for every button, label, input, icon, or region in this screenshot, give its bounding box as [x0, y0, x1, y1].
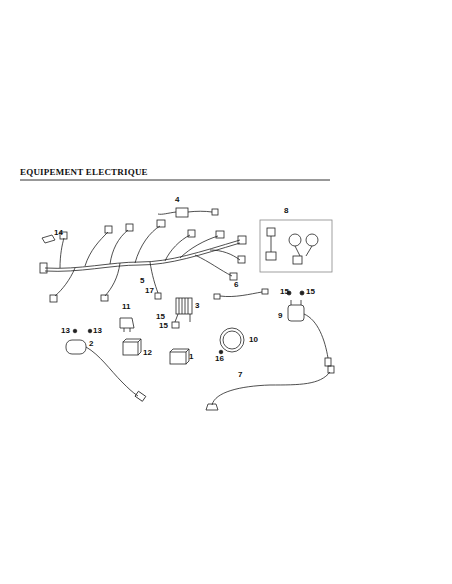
callout-number: 5: [140, 277, 144, 285]
starter-relay: [287, 291, 331, 366]
callout-number: 15: [156, 313, 165, 321]
sensor-cable: [214, 289, 268, 299]
connector-part: [42, 235, 55, 243]
callout-number: 11: [122, 303, 130, 311]
callout-number: 1: [189, 353, 193, 361]
switch-set: [260, 220, 332, 272]
regulator: [172, 298, 192, 328]
callout-number: 16: [215, 355, 224, 363]
battery-cable: [206, 366, 334, 410]
horn: [219, 328, 244, 354]
relay: [158, 208, 218, 217]
flasher: [120, 318, 134, 332]
callout-number: 13: [93, 327, 102, 335]
callout-number: 14: [54, 229, 63, 237]
callout-number: 2: [89, 340, 93, 348]
callout-number: 9: [278, 312, 282, 320]
callout-number: 12: [143, 349, 152, 357]
callout-number: 6: [234, 281, 238, 289]
callout-number: 8: [284, 207, 288, 215]
cdi-unit: [123, 339, 141, 355]
callout-number: 15: [306, 288, 315, 296]
title-rule: [20, 180, 330, 181]
ignition-coil: [66, 329, 146, 401]
callout-number: 7: [238, 371, 242, 379]
callout-number: 17: [145, 287, 154, 295]
callout-number: 15: [280, 288, 289, 296]
wiring-harness: [40, 220, 246, 302]
callout-number: 10: [249, 336, 258, 344]
callout-number: 4: [175, 196, 179, 204]
control-unit: [170, 349, 189, 364]
callout-number: 13: [61, 327, 70, 335]
callout-number: 15: [159, 322, 168, 330]
page-title: EQUIPEMENT ELECTRIQUE: [20, 167, 148, 177]
callout-number: 3: [195, 302, 199, 310]
